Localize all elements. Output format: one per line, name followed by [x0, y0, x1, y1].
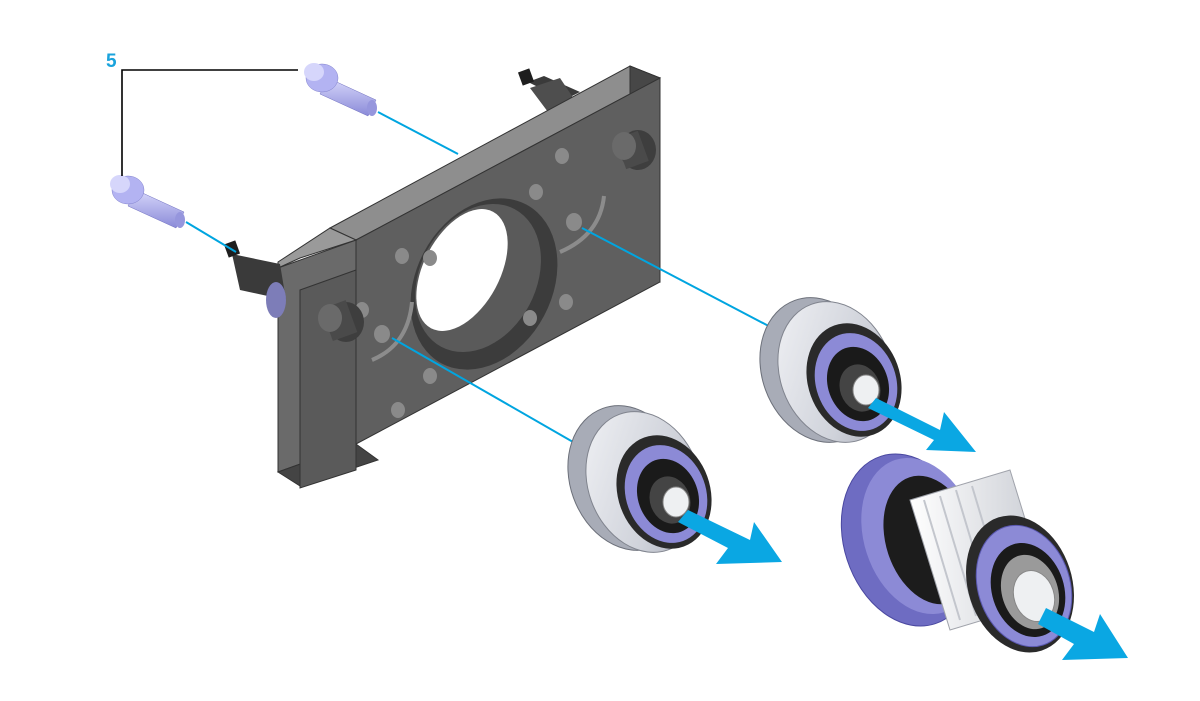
plate-slot — [371, 301, 414, 362]
mounting-plate — [223, 65, 662, 489]
assembly-leader-lines — [185, 111, 781, 447]
idler-pulley-lower — [567, 405, 712, 553]
stud-left — [318, 300, 364, 342]
stud-right — [612, 130, 656, 170]
rear-shaft-left — [223, 240, 286, 318]
removal-arrow — [1038, 608, 1128, 660]
plate-bore — [410, 198, 558, 370]
screw-upper — [304, 63, 377, 117]
removal-arrow — [868, 398, 976, 452]
plate-slot — [559, 195, 606, 254]
toothed-pulley — [840, 453, 1074, 653]
callout-5: 5 — [106, 51, 298, 176]
plate-holes — [355, 148, 573, 418]
screw-lower — [110, 175, 185, 229]
removal-arrow — [678, 510, 782, 564]
callout-number: 5 — [106, 51, 117, 72]
idler-pulley-upper — [759, 297, 902, 443]
